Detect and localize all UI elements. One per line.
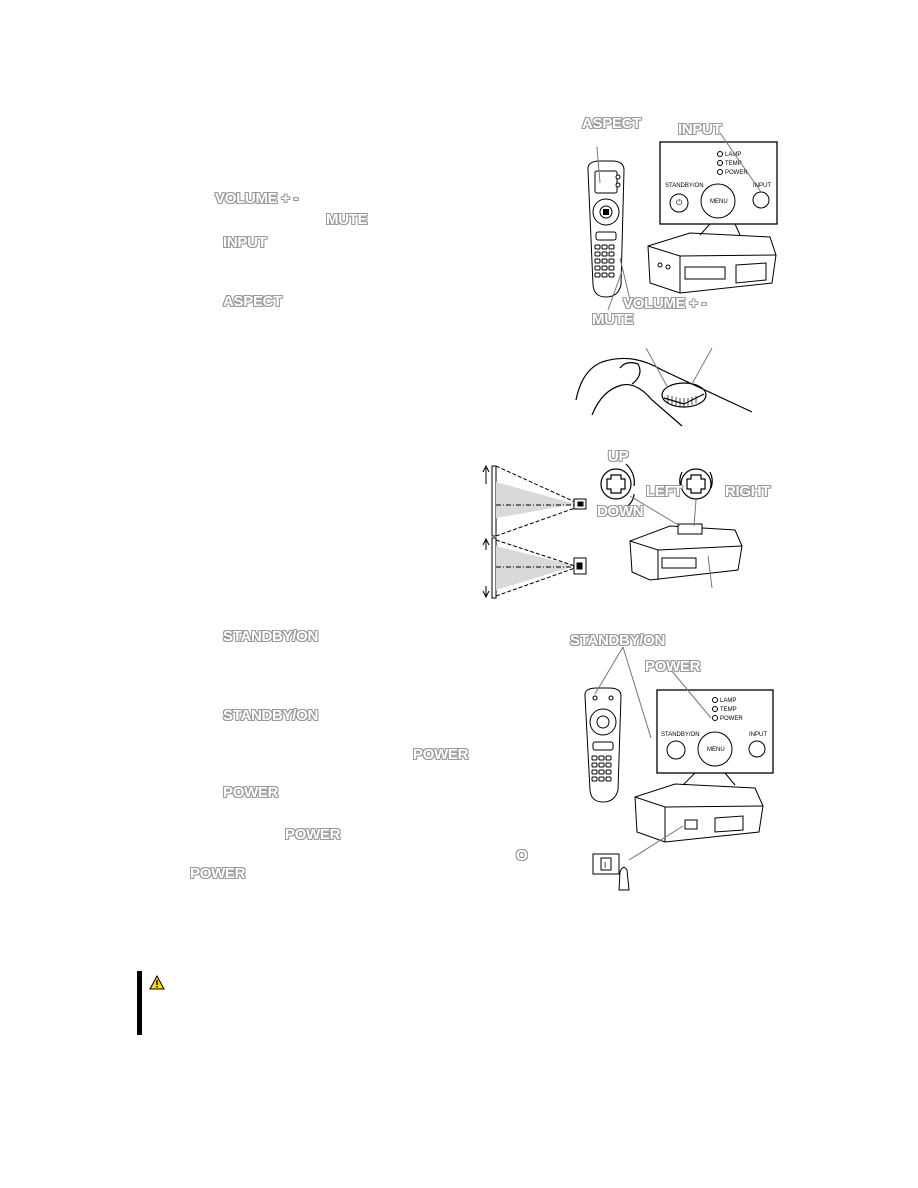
power-symbol-icon: ⏻ bbox=[676, 198, 683, 207]
power-switch-icon bbox=[592, 853, 630, 891]
up-label: UP bbox=[608, 448, 629, 465]
lens-ring-drawing bbox=[575, 347, 753, 427]
aspect-keyword: ASPECT bbox=[223, 293, 283, 310]
right-label: RIGHT bbox=[725, 483, 771, 500]
panel-lamp-label: LAMP bbox=[725, 152, 741, 158]
panel2-lamp-label: LAMP bbox=[720, 698, 736, 704]
left-label: LEFT bbox=[646, 483, 683, 500]
panel-power-label: POWER bbox=[725, 170, 748, 176]
lens-shift-drawing bbox=[482, 464, 587, 599]
projector-icon-2 bbox=[629, 523, 743, 581]
power-keyword-a: POWER bbox=[223, 784, 279, 801]
volume-callout: VOLUME + - bbox=[623, 295, 707, 312]
power-callout: POWER bbox=[645, 658, 701, 675]
caution-bar bbox=[137, 971, 142, 1035]
off-symbol-keyword: O bbox=[516, 847, 528, 864]
figure-lens-shift bbox=[478, 460, 598, 600]
panel2-power-label: POWER bbox=[720, 716, 743, 722]
panel-input-label: INPUT bbox=[753, 183, 771, 189]
dpad-icon bbox=[600, 468, 632, 500]
projector-icon-3 bbox=[634, 783, 764, 843]
dpad-icon-2 bbox=[680, 468, 712, 500]
panel2-temp-label: TEMP bbox=[720, 707, 737, 713]
arrow-button-drawing bbox=[600, 463, 743, 589]
standby-callout: STANDBY/ON bbox=[570, 632, 666, 649]
standby-power-drawing: LAMP TEMP POWER STANDBY/ON MENU INPUT I bbox=[584, 646, 774, 891]
power-keyword-c: POWER bbox=[190, 865, 246, 882]
aspect-callout: ASPECT bbox=[582, 115, 642, 132]
remote-control-icon-2 bbox=[584, 687, 622, 803]
switch-mark: I bbox=[604, 861, 606, 870]
standby-keyword-2: STANDBY/ON bbox=[223, 707, 319, 724]
panel2-menu-label: MENU bbox=[707, 747, 725, 753]
remote-control-icon bbox=[587, 160, 625, 298]
figure-standby-power: LAMP TEMP POWER STANDBY/ON MENU INPUT I bbox=[565, 632, 780, 897]
input-callout: INPUT bbox=[678, 121, 722, 138]
projector-icon bbox=[647, 232, 777, 294]
panel2-standby-label: STANDBY/ON bbox=[661, 732, 700, 738]
mute-keyword: MUTE bbox=[326, 211, 368, 228]
down-label: DOWN bbox=[597, 503, 644, 520]
standby-keyword-1: STANDBY/ON bbox=[223, 628, 319, 645]
panel-temp-label: TEMP bbox=[725, 161, 742, 167]
remote-panel-drawing: LAMP TEMP POWER STANDBY/ON ⏻ MENU INPUT bbox=[587, 132, 778, 311]
figure-arrow-buttons: UP DOWN LEFT RIGHT bbox=[590, 448, 780, 593]
figure-remote-and-panel: LAMP TEMP POWER STANDBY/ON ⏻ MENU INPUT … bbox=[560, 115, 785, 330]
warning-triangle-icon bbox=[149, 975, 165, 990]
panel-standby-label: STANDBY/ON bbox=[665, 183, 704, 189]
panel-menu-label: MENU bbox=[710, 199, 728, 205]
power-keyword-mid: POWER bbox=[413, 746, 469, 763]
figure-lens-rings bbox=[572, 340, 757, 430]
input-keyword: INPUT bbox=[223, 234, 267, 251]
panel2-input-label: INPUT bbox=[749, 732, 767, 738]
power-keyword-b: POWER bbox=[285, 826, 341, 843]
mute-callout: MUTE bbox=[592, 311, 634, 328]
volume-keyword: VOLUME + - bbox=[215, 190, 299, 207]
